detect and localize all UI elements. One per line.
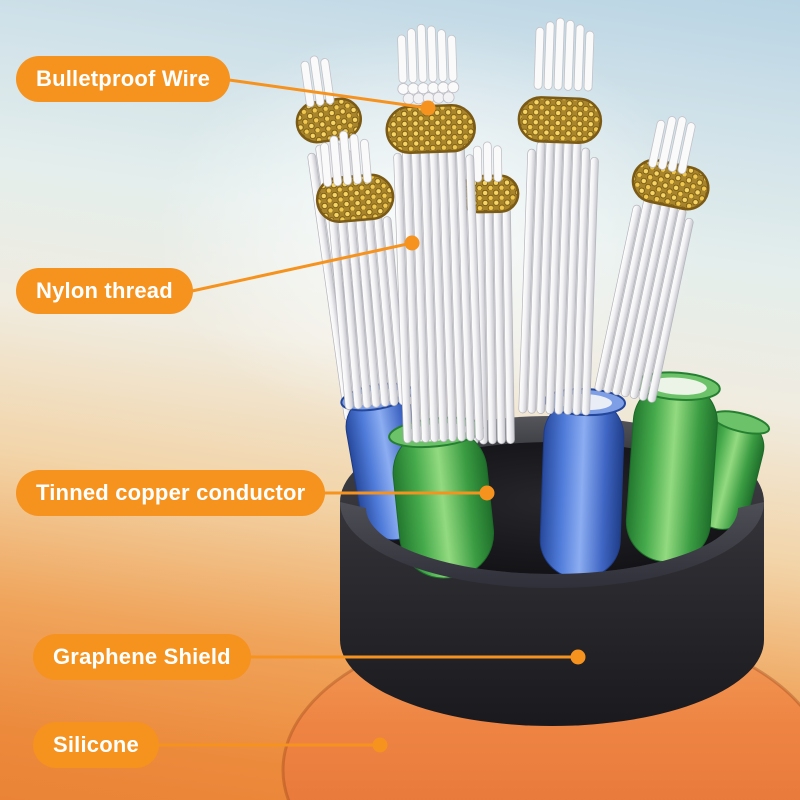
nylon-wire-strands [518, 133, 599, 416]
jacket-green-right [625, 371, 721, 563]
nylon-wire-strands [393, 127, 484, 444]
tinned-copper-collar [517, 96, 603, 144]
tinned-copper-collar [385, 104, 476, 155]
wire-bundle-right [594, 116, 710, 403]
wire-tips [648, 116, 696, 175]
label-silicone: Silicone [33, 722, 159, 768]
wire-tips [472, 141, 503, 183]
wire-tips [320, 130, 372, 188]
label-nylon-thread: Nylon thread [16, 268, 193, 314]
nylon-wire-strands [594, 195, 694, 403]
wire-tips [533, 17, 595, 92]
jacket-blue-right [539, 387, 626, 579]
wire-bundle-right-tall [517, 17, 603, 416]
label-graphene-shield: Graphene Shield [33, 634, 251, 680]
shield-front-rim [340, 502, 764, 588]
label-tinned-copper-conductor: Tinned copper conductor [16, 470, 326, 516]
label-bulletproof-wire: Bulletproof Wire [16, 56, 231, 102]
